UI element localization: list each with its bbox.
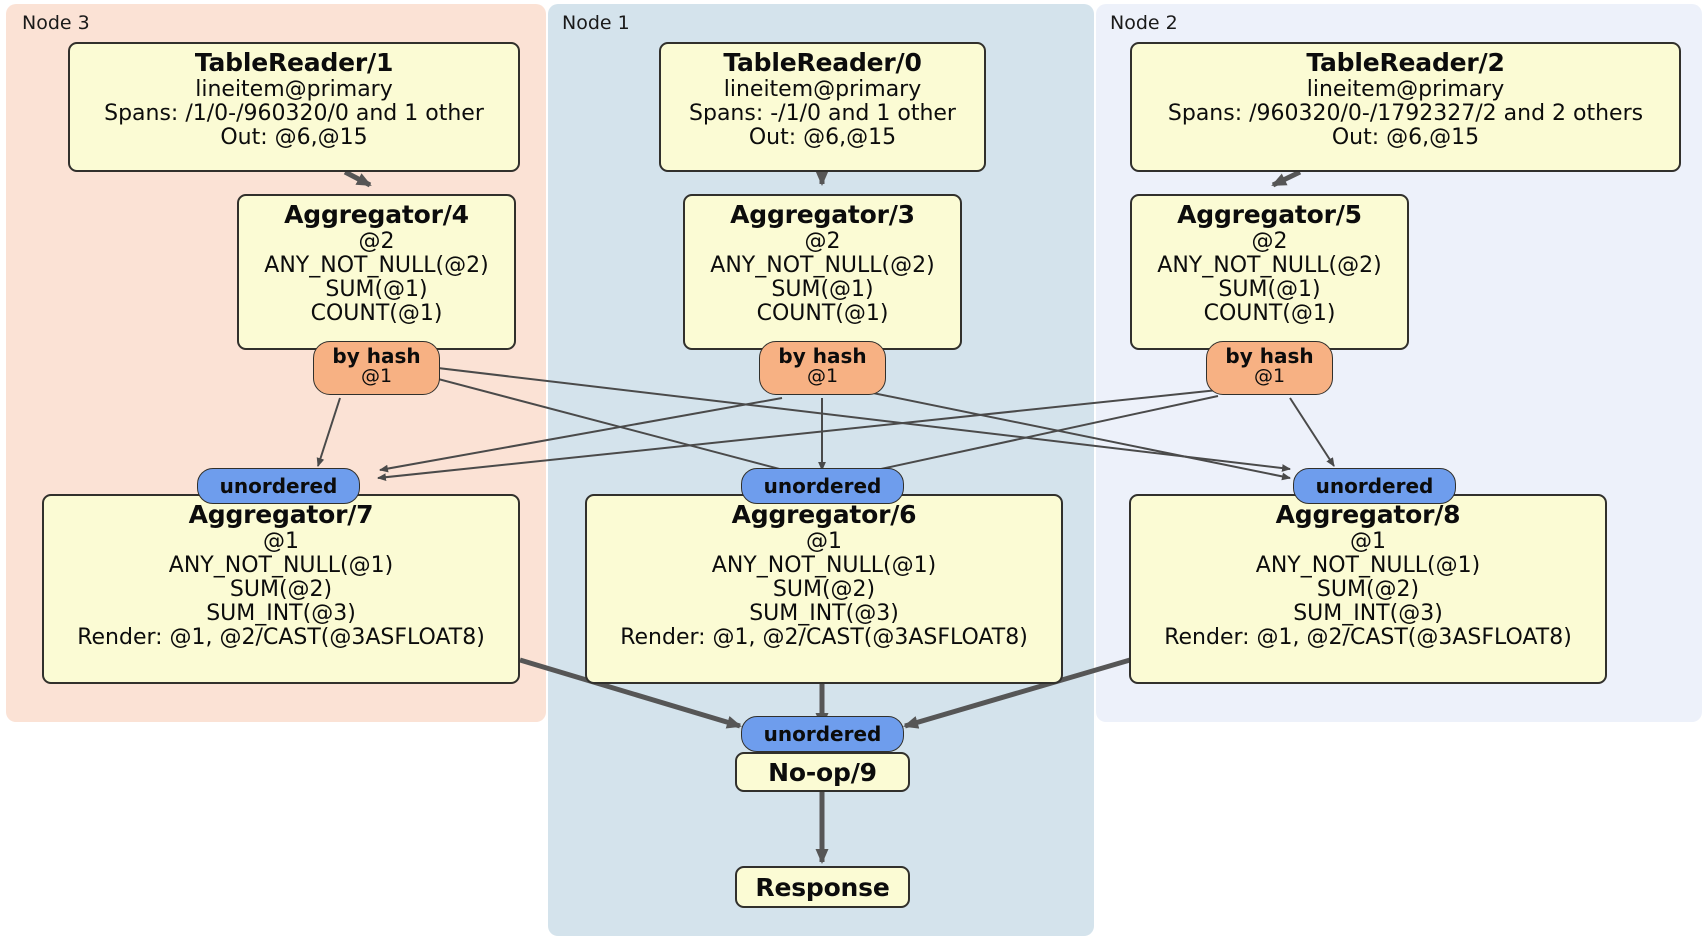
- processor-detail-line: Spans: /960320/0-/1792327/2 and 2 others: [1167, 101, 1644, 126]
- processor-aggregator-3[interactable]: Aggregator/3 @2 ANY_NOT_NULL(@2) SUM(@1)…: [683, 194, 962, 350]
- stream-badge-unordered-right[interactable]: unordered: [1293, 468, 1456, 504]
- processor-detail-line: SUM(@1): [771, 277, 874, 302]
- processor-detail-line: ANY_NOT_NULL(@1): [168, 553, 394, 578]
- processor-detail-line: SUM(@2): [1316, 577, 1420, 602]
- processor-detail-line: ANY_NOT_NULL(@2): [1157, 253, 1382, 278]
- processor-detail-line: SUM(@2): [772, 577, 876, 602]
- processor-detail-line: ANY_NOT_NULL(@1): [711, 553, 937, 578]
- processor-detail-line: SUM(@1): [1218, 277, 1321, 302]
- stream-badge-type: by hash: [332, 344, 421, 368]
- processor-title: Aggregator/4: [284, 200, 469, 229]
- processor-detail-line: Spans: -/1/0 and 1 other: [689, 101, 956, 126]
- stream-badge-unordered-mid[interactable]: unordered: [741, 468, 904, 504]
- processor-table-reader-0[interactable]: TableReader/0 lineitem@primary Spans: -/…: [659, 42, 986, 172]
- processor-title: No-op/9: [768, 757, 877, 787]
- processor-detail-line: @2: [1251, 229, 1288, 254]
- processor-detail-line: lineitem@primary: [195, 77, 393, 102]
- processor-detail-line: ANY_NOT_NULL(@1): [1255, 553, 1481, 578]
- processor-detail-line: COUNT(@1): [1203, 301, 1336, 326]
- processor-title: TableReader/0: [723, 48, 922, 77]
- stream-badge-key: @1: [360, 365, 393, 387]
- processor-detail-line: Out: @6,@15: [1331, 125, 1480, 150]
- stream-badge-type: unordered: [219, 473, 338, 498]
- processor-table-reader-1[interactable]: TableReader/1 lineitem@primary Spans: /1…: [68, 42, 520, 172]
- processor-detail-line: Spans: /1/0-/960320/0 and 1 other: [104, 101, 484, 126]
- processor-title: Response: [755, 872, 890, 902]
- processor-detail-line: @1: [806, 529, 842, 554]
- processor-detail-line: Render: @1, @2/CAST(@3ASFLOAT8): [77, 625, 485, 650]
- processor-detail-line: lineitem@primary: [1306, 77, 1505, 102]
- processor-detail-line: @1: [1350, 529, 1386, 554]
- processor-no-op-9[interactable]: No-op/9: [735, 752, 910, 792]
- processor-aggregator-7[interactable]: Aggregator/7 @1 ANY_NOT_NULL(@1) SUM(@2)…: [42, 494, 520, 684]
- processor-response[interactable]: Response: [735, 866, 910, 908]
- processor-detail-line: SUM_INT(@3): [749, 601, 899, 626]
- processor-detail-line: ANY_NOT_NULL(@2): [264, 253, 489, 278]
- node-panel-label-node2: Node 2: [1110, 12, 1178, 34]
- stream-badge-type: unordered: [763, 473, 882, 498]
- processor-detail-line: SUM_INT(@3): [1293, 601, 1443, 626]
- processor-title: Aggregator/6: [731, 500, 917, 529]
- processor-title: TableReader/1: [194, 48, 394, 77]
- stream-badge-by-hash-right[interactable]: by hash @1: [1206, 341, 1333, 395]
- processor-aggregator-4[interactable]: Aggregator/4 @2 ANY_NOT_NULL(@2) SUM(@1)…: [237, 194, 516, 350]
- processor-detail-line: COUNT(@1): [310, 301, 443, 326]
- processor-detail-line: Out: @6,@15: [748, 125, 897, 150]
- processor-detail-line: @2: [358, 229, 395, 254]
- processor-detail-line: @2: [804, 229, 841, 254]
- processor-aggregator-6[interactable]: Aggregator/6 @1 ANY_NOT_NULL(@1) SUM(@2)…: [585, 494, 1063, 684]
- node-panel-label-node1: Node 1: [562, 12, 630, 34]
- stream-badge-type: by hash: [778, 344, 867, 368]
- stream-badge-type: by hash: [1225, 344, 1314, 368]
- stream-badge-by-hash-mid[interactable]: by hash @1: [759, 341, 886, 395]
- processor-detail-line: SUM(@1): [325, 277, 428, 302]
- processor-title: Aggregator/5: [1177, 200, 1362, 229]
- processor-aggregator-5[interactable]: Aggregator/5 @2 ANY_NOT_NULL(@2) SUM(@1)…: [1130, 194, 1409, 350]
- processor-detail-line: Out: @6,@15: [220, 125, 368, 150]
- stream-badge-type: unordered: [1315, 473, 1434, 498]
- stream-badge-unordered-final[interactable]: unordered: [741, 716, 904, 752]
- processor-aggregator-8[interactable]: Aggregator/8 @1 ANY_NOT_NULL(@1) SUM(@2)…: [1129, 494, 1607, 684]
- stream-badge-by-hash-left[interactable]: by hash @1: [313, 341, 440, 395]
- processor-detail-line: Render: @1, @2/CAST(@3ASFLOAT8): [620, 625, 1028, 650]
- processor-detail-line: SUM_INT(@3): [206, 601, 356, 626]
- node-panel-label-node3: Node 3: [22, 12, 90, 34]
- stream-badge-type: unordered: [763, 721, 882, 746]
- stream-badge-key: @1: [806, 365, 839, 387]
- processor-detail-line: Render: @1, @2/CAST(@3ASFLOAT8): [1164, 625, 1572, 650]
- processor-detail-line: ANY_NOT_NULL(@2): [710, 253, 935, 278]
- stream-badge-unordered-left[interactable]: unordered: [197, 468, 360, 504]
- processor-detail-line: COUNT(@1): [756, 301, 889, 326]
- processor-title: Aggregator/3: [730, 200, 915, 229]
- processor-detail-line: @1: [263, 529, 299, 554]
- processor-detail-line: SUM(@2): [229, 577, 333, 602]
- processor-title: Aggregator/7: [188, 500, 374, 529]
- stream-badge-key: @1: [1253, 365, 1286, 387]
- processor-title: Aggregator/8: [1275, 500, 1461, 529]
- processor-table-reader-2[interactable]: TableReader/2 lineitem@primary Spans: /9…: [1130, 42, 1681, 172]
- processor-detail-line: lineitem@primary: [723, 77, 922, 102]
- processor-title: TableReader/2: [1306, 48, 1505, 77]
